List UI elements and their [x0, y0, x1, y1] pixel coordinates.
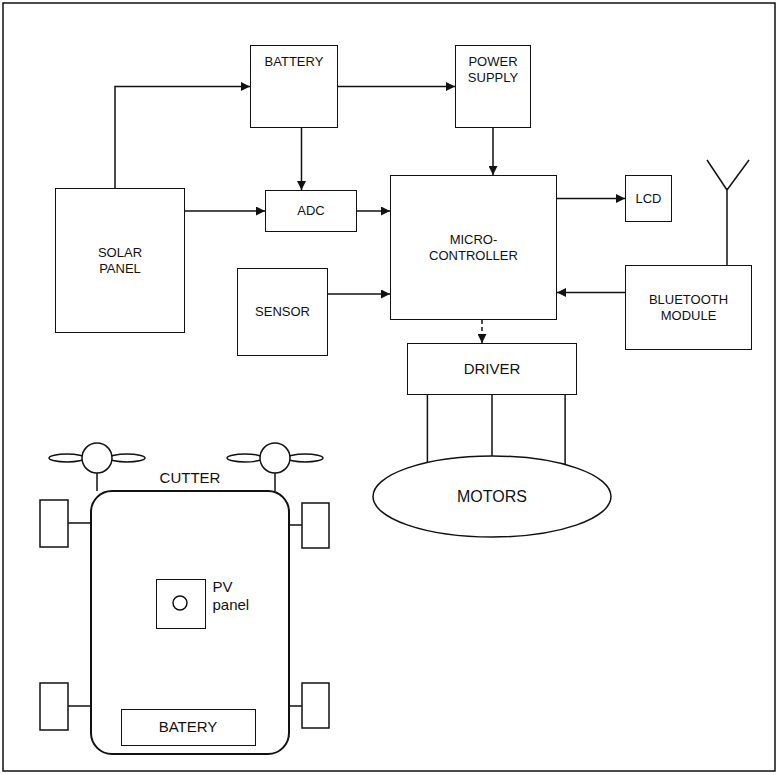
node-label: MICRO-CONTROLLER — [421, 232, 526, 263]
power-supply-box: POWER SUPPLY — [455, 45, 531, 128]
node-label: BLUETOOTH MODULE — [639, 292, 739, 323]
node-label: LCD — [635, 191, 661, 207]
driver-box: DRIVER — [407, 343, 577, 395]
connector — [301, 128, 303, 190]
node-label: SOLAR PANEL — [85, 245, 155, 276]
node-label: SENSOR — [255, 304, 310, 320]
robot-battery-box: BATERY — [121, 709, 256, 746]
cutter-blades — [49, 443, 323, 491]
motors-ellipse: MOTORS — [372, 455, 612, 538]
robot-body: CUTTERPV panelBATERY — [90, 490, 290, 755]
pv-cell-circle — [173, 596, 187, 610]
node-label: CUTTER — [92, 469, 288, 487]
pv-panel-box: PV panel — [156, 579, 206, 629]
pv-cell-symbol — [157, 580, 207, 630]
microcontroller-box: MICRO-CONTROLLER — [390, 175, 557, 320]
antenna — [707, 160, 749, 265]
frame — [3, 3, 775, 771]
node-label: DRIVER — [464, 360, 521, 378]
connector — [357, 210, 390, 212]
connector — [427, 395, 429, 462]
node-label: POWER SUPPLY — [461, 54, 525, 85]
connector — [185, 210, 265, 212]
adc-box: ADC — [265, 190, 357, 232]
lcd-box: LCD — [625, 175, 672, 222]
connector — [491, 395, 493, 456]
wheels — [40, 500, 329, 730]
connector — [557, 198, 625, 200]
connector — [557, 292, 625, 294]
solar-panel-box: SOLAR PANEL — [55, 188, 185, 333]
node-label: BATTERY — [265, 54, 324, 70]
battery-box: BATTERY — [250, 45, 338, 128]
connector — [115, 87, 250, 189]
node-label: PV panel — [213, 578, 261, 614]
connector — [492, 128, 494, 175]
sensor-box: SENSOR — [237, 268, 328, 356]
connector — [328, 293, 390, 295]
node-label: MOTORS — [457, 487, 527, 506]
node-label: ADC — [297, 203, 324, 219]
connector-layer — [115, 87, 625, 465]
node-label: BATERY — [159, 718, 218, 736]
connector — [481, 320, 483, 343]
connector — [338, 86, 455, 88]
bluetooth-module-box: BLUETOOTH MODULE — [625, 265, 752, 350]
ellipse-outline — [373, 456, 611, 537]
connector — [564, 395, 566, 465]
